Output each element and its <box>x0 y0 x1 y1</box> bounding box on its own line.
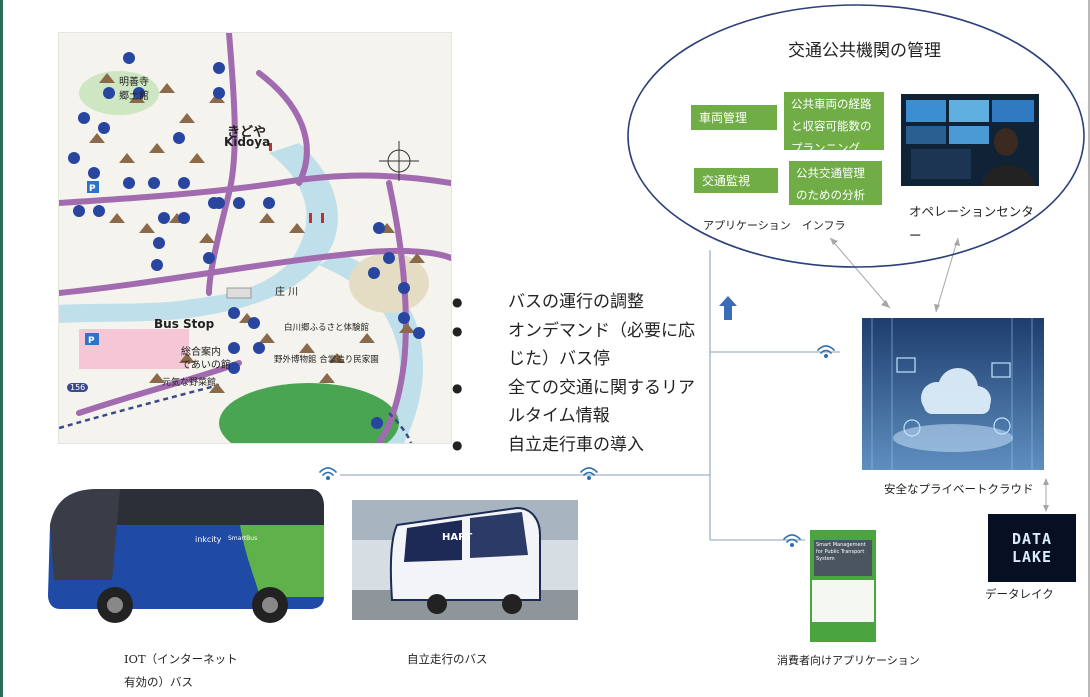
consumer-app-screen: Smart Management for Public Transport Sy… <box>810 530 876 642</box>
vehicle-mgmt-box: 車両管理 <box>691 105 777 130</box>
up-arrow <box>719 296 737 320</box>
private-cloud-image <box>862 318 1044 470</box>
bus-brand: inkcity <box>195 535 222 544</box>
traffic-monitor-box: 交通監視 <box>694 168 778 193</box>
map-label-museum2: 野外博物館 合掌造り民家園 <box>274 355 379 365</box>
operation-center-label: オペレーションセンター <box>909 204 1034 243</box>
bus-sub: SmartBus <box>228 535 258 542</box>
bullet-item: ●オンデマンド（必要に応じた）バス停 <box>452 320 695 370</box>
app-hero-title: Smart Management for Public Transport Sy… <box>816 542 866 562</box>
data-lake-label: データレイク <box>985 587 1054 601</box>
wifi-icon <box>818 345 819 346</box>
map-label-info2: であいの館 <box>181 360 231 371</box>
map-label-info1: 総合案内 <box>181 347 221 358</box>
bullet-item: ●自立走行車の導入 <box>452 434 644 455</box>
map-label-market: 元気な野菜館 <box>162 378 217 388</box>
iot-bus-image: inkcity SmartBus <box>40 485 326 625</box>
app-body <box>812 580 874 622</box>
map-label-museum: 白川郷ふるさと体験館 <box>284 323 370 333</box>
map-label-river: 庄 川 <box>275 287 299 298</box>
consumer-app-label: 消費者向けアプリケーション <box>777 654 920 667</box>
shuttle-brand: HART <box>442 532 473 543</box>
bullet-item: ●バスの運行の調整 <box>452 292 644 312</box>
apps-infra-label: アプリケーション インフラ <box>703 219 846 232</box>
private-cloud-label: 安全なプライベートクラウド <box>884 482 1034 496</box>
left-accent-bar <box>0 0 3 697</box>
map-route-badge: 156 <box>67 383 89 392</box>
bullet-item: ●全ての交通に関するリアルタイム情報 <box>452 377 695 427</box>
map-label-bus-stop: Bus Stop <box>154 317 215 331</box>
map-label-kidoya-en: Kidoya <box>224 135 271 149</box>
app-hero: Smart Management for Public Transport Sy… <box>814 540 872 576</box>
feature-bullet-list: ●バスの運行の調整 ●オンデマンド（必要に応じた）バス停 ●全ての交通に関するリ… <box>452 288 712 459</box>
svg-text:P: P <box>88 336 95 346</box>
data-lake-text-2: LAKE <box>1011 548 1053 566</box>
svg-text:P: P <box>89 184 96 194</box>
map-label-kidoya-jp: きどや <box>227 125 267 140</box>
iot-bus-label: IOT（インターネット有効の）バス <box>124 652 238 689</box>
analysis-box: 公共交通管理のための分析 <box>789 161 882 205</box>
map-label-meizenji2: 郷土館 <box>119 91 149 102</box>
right-border <box>1088 0 1090 697</box>
operation-center-photo <box>901 94 1039 186</box>
autonomous-bus-label: 自立走行のバス <box>407 652 488 666</box>
map-label-meizenji: 明善寺 <box>119 77 149 88</box>
data-lake-text-1: DATA <box>1011 530 1053 548</box>
agency-ellipse <box>627 4 1085 268</box>
autonomous-bus-photo: HART <box>352 500 578 620</box>
agency-title: 交通公共機関の管理 <box>788 41 941 61</box>
data-lake-image: DATA LAKE <box>988 514 1076 582</box>
route-planning-box: 公共車両の経路と収容可能数のプランニング <box>784 92 884 150</box>
